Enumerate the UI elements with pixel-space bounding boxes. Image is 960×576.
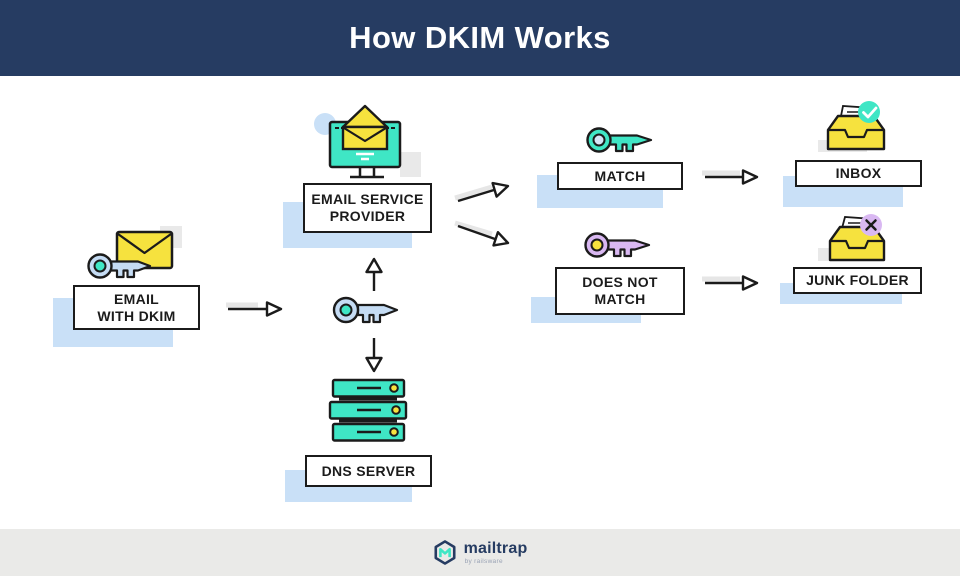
label-line: EMAIL SERVICE	[311, 191, 424, 207]
arrow-down-icon	[365, 338, 383, 373]
label-line: INBOX	[835, 165, 882, 181]
junk-tray-x-icon	[818, 214, 886, 262]
key-hole	[93, 259, 107, 273]
x-icon	[865, 219, 877, 231]
page-title: How DKIM Works	[349, 20, 611, 55]
envelope-key-icon	[87, 226, 182, 279]
label-inbox: INBOX	[795, 160, 922, 187]
label-line: WITH DKIM	[97, 307, 176, 324]
label-match: MATCH	[557, 162, 683, 190]
brand-text: mailtrap by railsware	[463, 539, 528, 565]
label-line: PROVIDER	[329, 208, 406, 224]
label-dns-server: DNS SERVER	[305, 455, 432, 487]
label-line: DOES NOT	[582, 274, 658, 290]
check-icon	[862, 106, 878, 119]
tray-notch	[828, 128, 884, 139]
label-line: MATCH	[594, 291, 646, 307]
arrow-up-right-icon	[454, 181, 510, 203]
arrow-down-right-icon	[454, 220, 510, 247]
mismatch-key-icon	[584, 232, 651, 258]
label-line: JUNK FOLDER	[806, 272, 909, 288]
label-email-service-provider: EMAIL SERVICE PROVIDER	[303, 183, 432, 233]
mailtrap-logo-icon	[434, 540, 456, 565]
gray-accent-square	[400, 152, 421, 177]
label-line: EMAIL	[113, 290, 160, 307]
arrow-right-icon	[226, 301, 283, 317]
arrow-right-icon	[702, 275, 759, 291]
arrow-right-icon	[702, 169, 759, 185]
title-bar: How DKIM Works	[0, 0, 960, 76]
monitor-email-icon	[314, 104, 421, 179]
label-line: DNS SERVER	[321, 462, 416, 479]
footer-bar: mailtrap by railsware	[0, 529, 960, 576]
label-does-not-match: DOES NOT MATCH	[555, 267, 685, 315]
monitor-stand	[350, 167, 384, 179]
match-key-icon	[586, 127, 653, 153]
dns-server-icon	[328, 378, 408, 442]
inbox-tray-check-icon	[818, 101, 886, 152]
key-shaft	[109, 260, 152, 279]
tray-body	[826, 114, 886, 151]
brand-byline: by railsware	[464, 557, 503, 565]
label-line: MATCH	[594, 167, 646, 184]
envelope-flap	[117, 233, 172, 255]
envelope-lines	[343, 127, 387, 143]
brand-name: mailtrap	[463, 539, 528, 557]
envelope-flap	[341, 104, 389, 129]
check-badge	[858, 101, 880, 123]
arrow-up-icon	[365, 257, 383, 291]
dkim-key-icon	[332, 296, 399, 324]
envelope-body	[341, 125, 389, 151]
label-junk-folder: JUNK FOLDER	[793, 267, 922, 294]
label-email-with-dkim: EMAIL WITH DKIM	[73, 285, 200, 330]
screen-text-lines	[356, 152, 374, 161]
tray-notch	[830, 239, 884, 250]
